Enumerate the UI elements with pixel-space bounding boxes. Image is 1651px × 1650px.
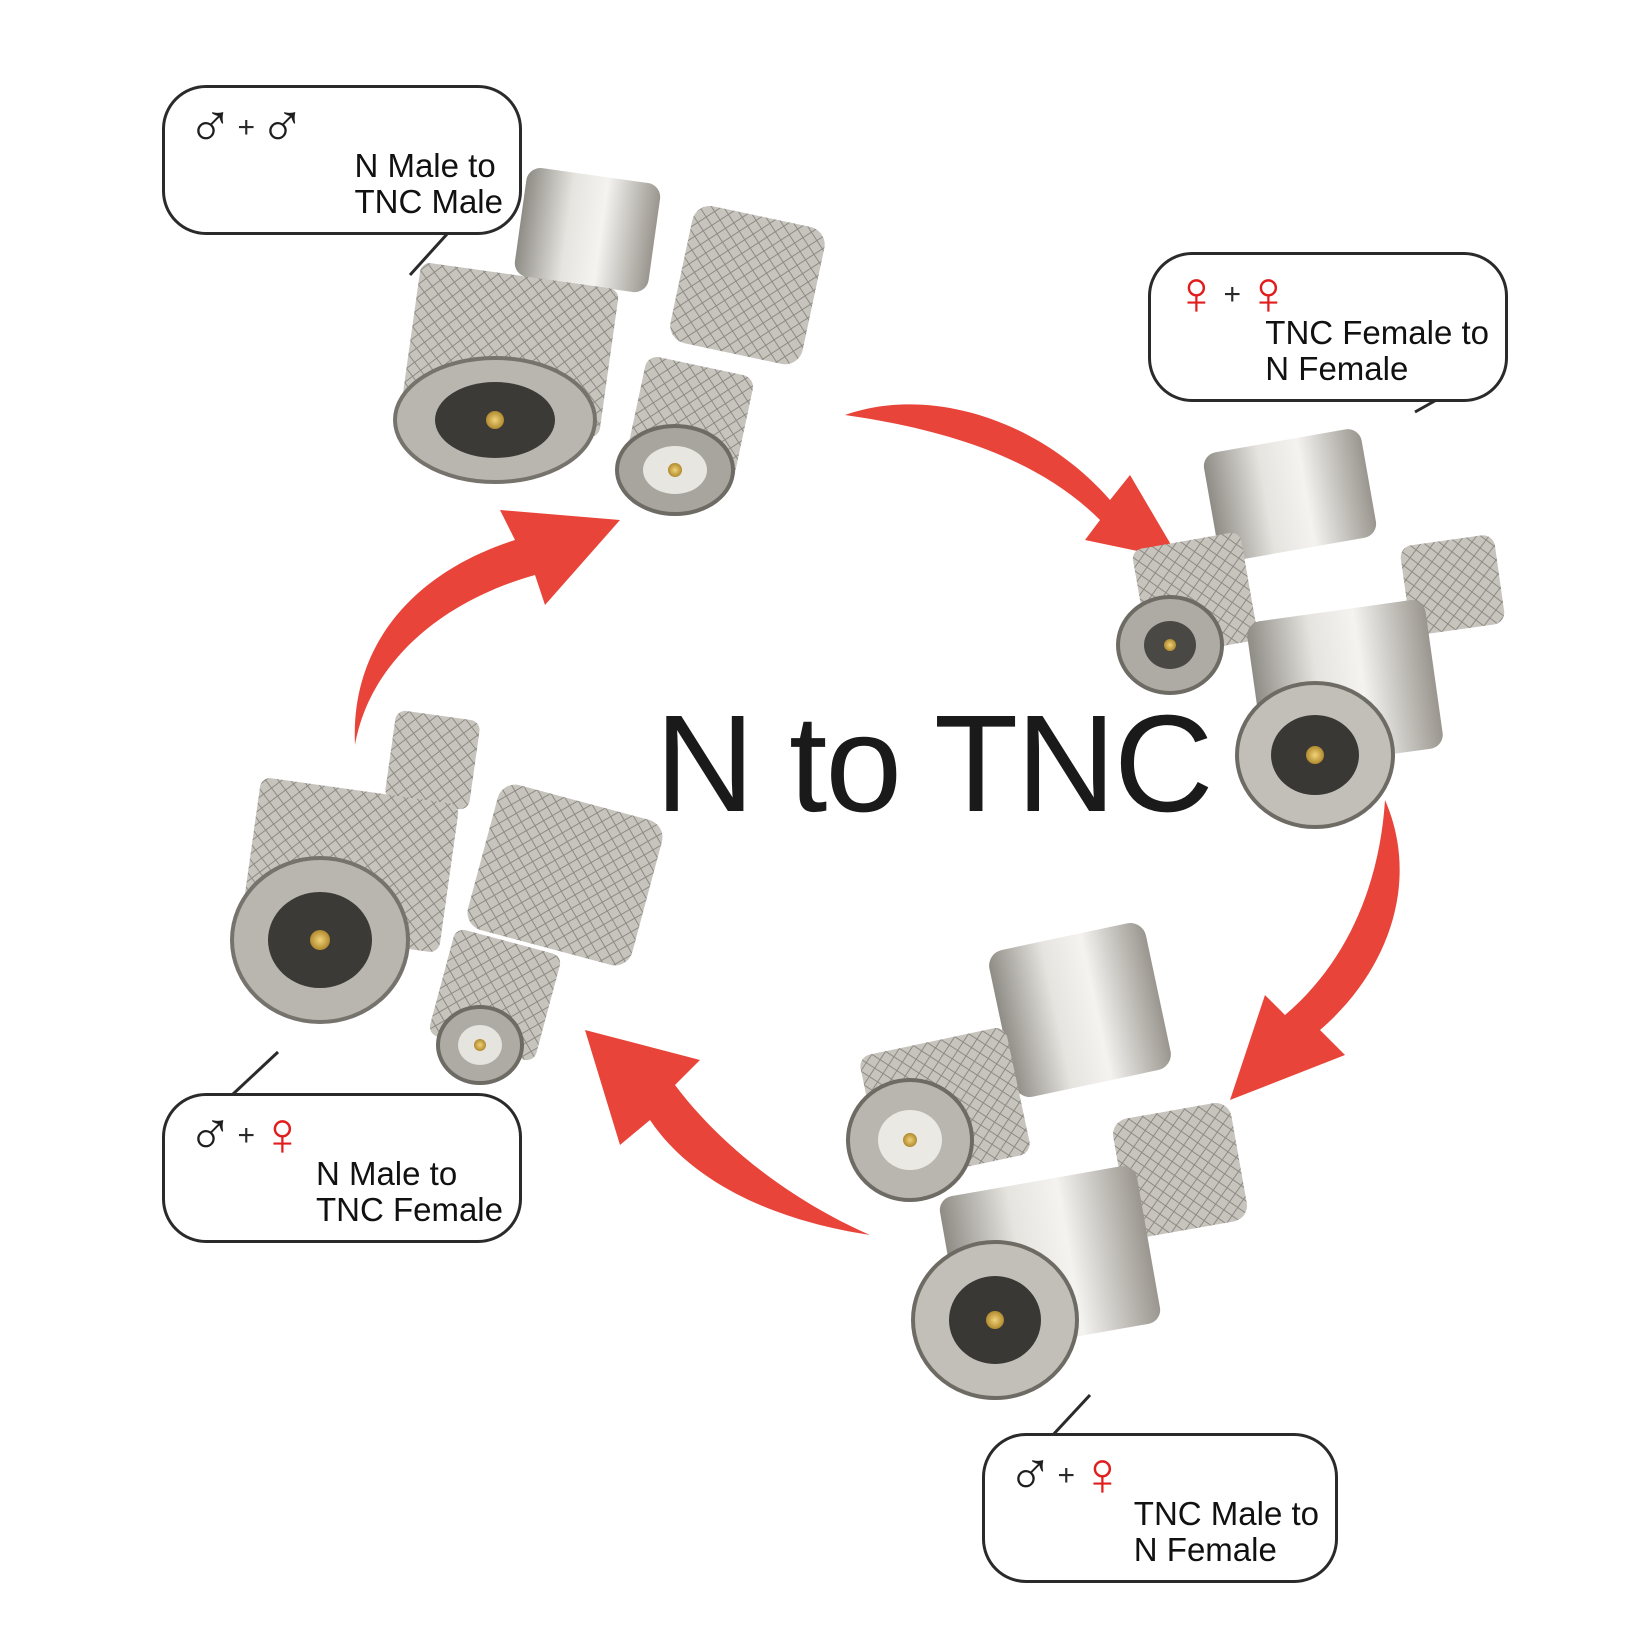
label-line-1: N Male to <box>354 147 496 184</box>
main-title: N to TNC <box>655 687 1214 841</box>
connector-tnc-male-n-female-b <box>911 1103 1247 1400</box>
bubble-label: TNC Female to N Female <box>1265 315 1489 387</box>
label-line-2: TNC Male <box>354 183 503 220</box>
male-symbol-icon: ♂ <box>187 92 234 161</box>
gender-symbols: ♂+♀ <box>187 1104 306 1166</box>
male-symbol-icon: ♂ <box>187 1100 234 1169</box>
female-symbol-icon: ♀ <box>1079 1440 1126 1509</box>
bubble-label: N Male to TNC Female <box>316 1156 503 1228</box>
male-symbol-icon: ♂ <box>1007 1440 1054 1509</box>
connector-n-male-tnc-male-a <box>393 168 661 484</box>
arrow-right-down <box>1230 800 1400 1100</box>
female-symbol-icon: ♀ <box>259 1100 306 1169</box>
label-line-1: N Male to <box>315 1155 458 1192</box>
connector-n-male-tnc-male-b <box>615 205 825 516</box>
plus-sign: + <box>1057 1459 1076 1492</box>
arrow-left-up <box>354 510 620 745</box>
bubble-n-male-tnc-female: ♂+♀ N Male to TNC Female <box>162 1093 522 1243</box>
gender-symbols: ♂+♂ <box>187 96 306 158</box>
female-symbol-icon: ♀ <box>1173 259 1220 328</box>
bubble-label: N Male to TNC Male <box>354 148 503 220</box>
male-symbol-icon: ♂ <box>259 92 306 161</box>
label-line-2: TNC Female <box>315 1191 503 1228</box>
label-line-2: N Female <box>1265 350 1409 387</box>
bubble-tnc-male-n-female: ♂+♀ TNC Male to N Female <box>982 1433 1338 1583</box>
plus-sign: + <box>237 1119 256 1152</box>
connector-n-male-tnc-female-a <box>230 710 480 1024</box>
plus-sign: + <box>1223 278 1242 311</box>
female-symbol-icon: ♀ <box>1245 259 1292 328</box>
connector-tnc-female-n-female-a <box>1116 429 1377 695</box>
plus-sign: + <box>237 111 256 144</box>
gender-symbols: ♀+♀ <box>1173 263 1292 325</box>
connector-n-male-tnc-female-b <box>429 784 663 1085</box>
gender-symbols: ♂+♀ <box>1007 1444 1126 1506</box>
bubble-tnc-female-n-female: ♀+♀ TNC Female to N Female <box>1148 252 1508 402</box>
label-line-2: N Female <box>1133 1531 1277 1568</box>
label-line-1: TNC Male to <box>1133 1495 1319 1532</box>
arrow-top-right <box>845 404 1180 560</box>
bubble-n-male-tnc-male: ♂+♂ N Male to TNC Male <box>162 85 522 235</box>
arrow-bottom-left <box>585 1030 870 1235</box>
connector-tnc-female-n-female-b <box>1235 535 1505 829</box>
connector-tnc-male-n-female-a <box>846 922 1171 1202</box>
bubble-label: TNC Male to N Female <box>1134 1496 1319 1568</box>
label-line-1: TNC Female to <box>1265 314 1489 351</box>
